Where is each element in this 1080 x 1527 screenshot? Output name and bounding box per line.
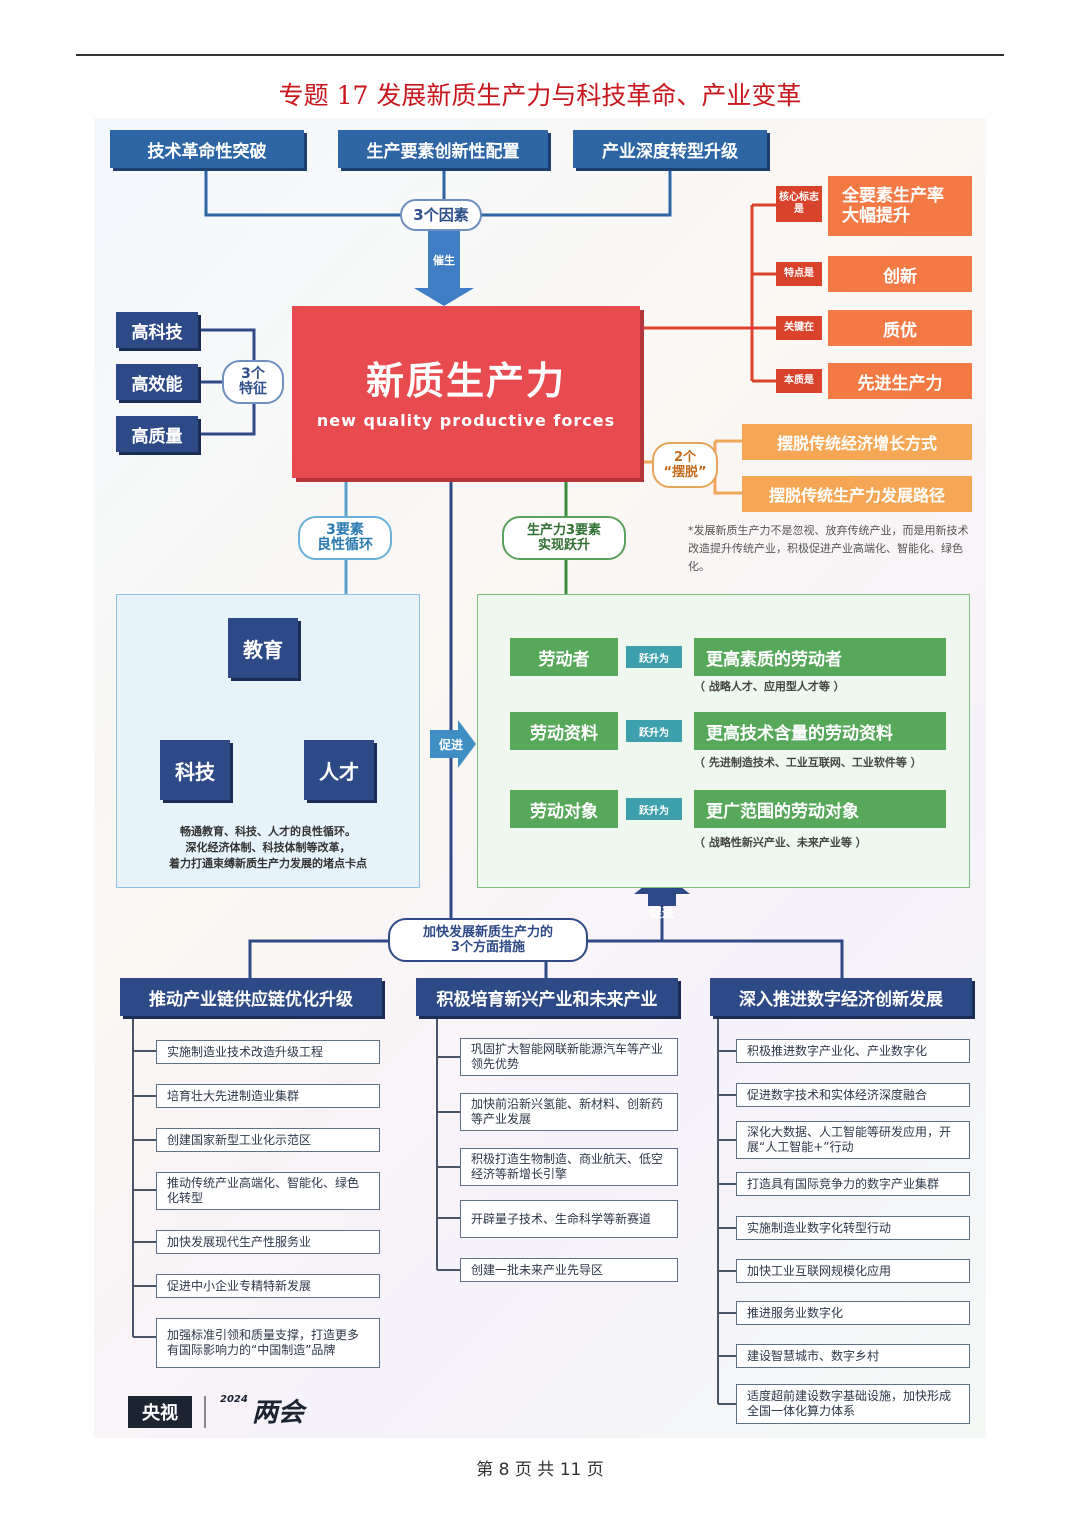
logo-divider [204,1396,206,1428]
leap-arrow-1: 跃升为 [626,646,682,668]
cycle-label: 3要素 良性循环 [298,516,392,560]
measure-item: 促进中小企业专精特新发展 [156,1274,380,1298]
measure-item: 加快发展现代生产性服务业 [156,1230,380,1254]
leap-label: 生产力3要素 实现跃升 [502,516,626,560]
feature-high-tech: 高科技 [116,312,198,348]
leap-note-means: （ 先进制造技术、工业互联网、工业软件等 ） [694,756,922,769]
event-logo-year: 2024 [220,1394,248,1405]
measure-item: 加快工业互联网规模化应用 [736,1259,970,1283]
measure-item: 打造具有国际竞争力的数字产业集群 [736,1172,970,1196]
item-innovation: 创新 [828,256,972,292]
promote-label-vertical: 促进 [649,906,674,920]
breakaway-label: 2个 “摆脱” [652,442,718,488]
measure-item: 培育壮大先进制造业集群 [156,1084,380,1108]
measure-item: 开辟量子技术、生命科学等新赛道 [460,1200,678,1238]
cctv-logo: 央视 [128,1396,192,1428]
factor-production-elements: 生产要素创新性配置 [338,130,548,168]
cycle-label-line1: 3要素 [326,522,364,538]
tag-feature: 特点是 [776,262,822,286]
item-quality: 质优 [828,310,972,346]
factors-label: 3个因素 [400,199,482,231]
leap-arrow-3: 跃升为 [626,798,682,820]
features-label-num: 3个 [241,366,265,382]
tag-key: 关键在 [776,316,822,340]
leap-arrow-2: 跃升为 [626,720,682,742]
measure-item: 促进数字技术和实体经济深度融合 [736,1083,970,1107]
core-title-en: new quality productive forces [316,411,616,430]
leap-from-laborer: 劳动者 [510,638,618,676]
item-advanced-productivity: 先进生产力 [828,363,972,399]
cycle-caption-line: 畅通教育、科技、人才的良性循环。 [180,825,356,838]
promote-label-horizontal: 促进 [438,738,463,752]
measure-col-2-title: 积极培育新兴产业和未来产业 [416,978,678,1016]
tag-essence: 本质是 [776,369,822,393]
measure-item: 实施制造业技术改造升级工程 [156,1040,380,1064]
cycle-caption-line: 深化经济体制、科技体制等改革， [185,841,351,854]
measure-item: 创建国家新型工业化示范区 [156,1128,380,1152]
measure-item: 实施制造业数字化转型行动 [736,1216,970,1240]
features-label: 3个 特征 [222,360,284,404]
leap-note-object: （ 战略性新兴产业、未来产业等 ） [694,836,867,849]
leap-label-line2: 实现跃升 [537,538,590,553]
measure-item: 巩固扩大智能网联新能源汽车等产业领先优势 [460,1038,678,1076]
cycle-node-education: 教育 [228,618,298,678]
measures-label-line2: 3个方面措施 [450,940,526,955]
breakaway-development-path: 摆脱传统生产力发展路径 [742,476,972,512]
measure-item: 加快前沿新兴氢能、新材料、创新药等产业发展 [460,1093,678,1131]
measures-label: 加快发展新质生产力的 3个方面措施 [388,918,588,962]
measure-item: 建设智慧城市、数字乡村 [736,1344,970,1368]
breakaway-note: *发展新质生产力不是忽视、放弃传统产业，而是用新技术改造提升传统产业，积极促进产… [688,524,969,573]
measure-item: 推进服务业数字化 [736,1301,970,1325]
feature-high-efficiency: 高效能 [116,364,198,400]
measure-col-3-title: 深入推进数字经济创新发展 [710,978,972,1016]
cycle-caption-line: 着力打通束缚新质生产力发展的堵点卡点 [169,857,367,870]
measure-item: 积极推进数字产业化、产业数字化 [736,1039,970,1063]
factor-industry-upgrade: 产业深度转型升级 [573,130,767,168]
item-total-factor-productivity: 全要素生产率大幅提升 [828,176,972,236]
factor-tech-revolution: 技术革命性突破 [110,130,304,168]
leap-to-laborer: 更高素质的劳动者 [694,638,946,676]
cycle-node-technology: 科技 [160,740,230,800]
leap-to-object: 更广范围的劳动对象 [694,790,946,828]
measure-item: 创建一批未来产业先导区 [460,1258,678,1282]
cycle-label-line2: 良性循环 [317,537,373,553]
measure-item: 深化大数据、人工智能等研发应用，开展“人工智能+”行动 [736,1121,970,1159]
measure-item: 适度超前建设数字基础设施，加快形成全国一体化算力体系 [736,1384,970,1424]
header-rule [76,54,1004,56]
breakaway-label-num: 2个 [673,450,697,465]
features-label-text: 特征 [239,381,267,397]
tag-core-symbol: 核心标志是 [776,186,822,222]
cycle-node-talent: 人才 [304,740,374,800]
leap-from-object: 劳动对象 [510,790,618,828]
leap-label-line1: 生产力3要素 [526,523,602,538]
breakaway-label-text: “摆脱” [663,465,707,480]
leap-to-means: 更高技术含量的劳动资料 [694,712,946,750]
leap-from-means: 劳动资料 [510,712,618,750]
measures-label-line1: 加快发展新质生产力的 [422,925,553,940]
core-concept-box: 新质生产力 new quality productive forces [292,306,640,478]
page-footer: 第 8 页 共 11 页 [476,1460,604,1480]
measure-col-1-title: 推动产业链供应链优化升级 [120,978,382,1016]
birth-label: 催生 [433,254,455,267]
leap-note-laborer: （ 战略人才、应用型人才等 ） [694,680,845,693]
measure-item: 积极打造生物制造、商业航天、低空经济等新增长引擎 [460,1148,678,1186]
cycle-caption: 畅通教育、科技、人才的良性循环。 深化经济体制、科技体制等改革， 着力打通束缚新… [124,824,412,872]
measure-item: 推动传统产业高端化、智能化、绿色化转型 [156,1172,380,1210]
measure-item: 加强标准引领和质量支撑，打造更多有国际影响力的“中国制造”品牌 [156,1318,380,1368]
core-title-cn: 新质生产力 [365,359,566,403]
page-title: 专题 17 发展新质生产力与科技革命、产业变革 [278,81,802,110]
feature-high-quality: 高质量 [116,416,198,452]
breakaway-growth-mode: 摆脱传统经济增长方式 [742,424,972,460]
event-logo-name: 两会 [252,1398,305,1428]
